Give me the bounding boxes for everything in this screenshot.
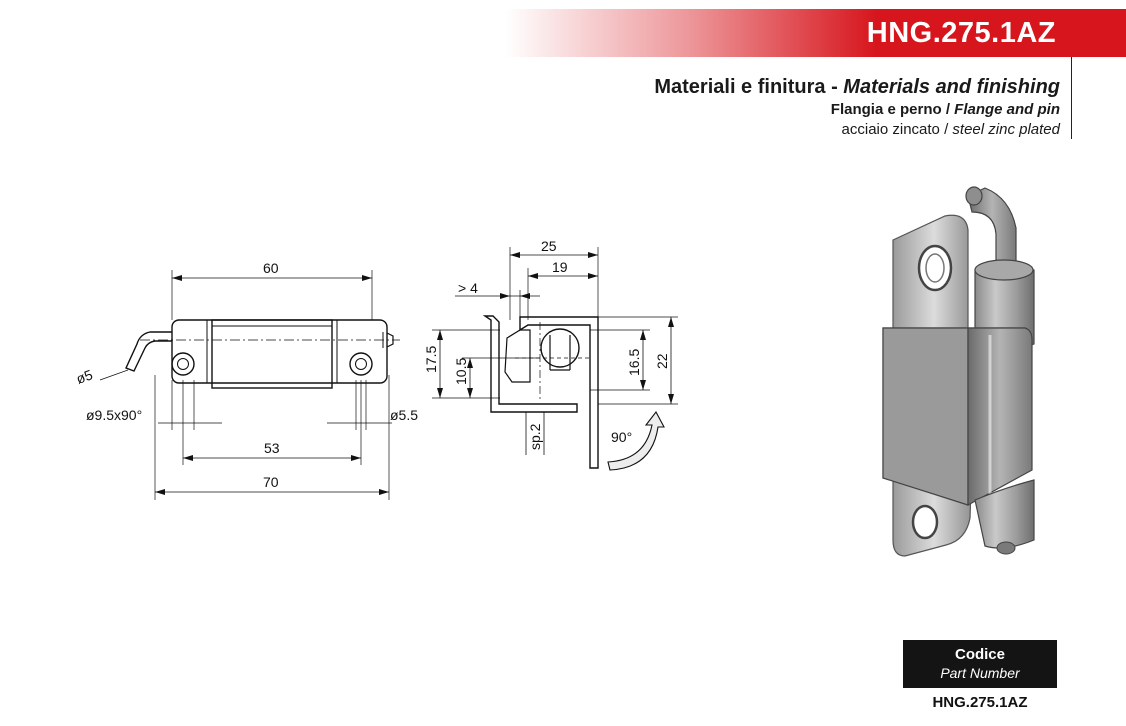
rotation-arrow-icon	[607, 410, 665, 471]
side-pin-circle	[540, 328, 580, 368]
side-flange-left	[482, 315, 578, 413]
dim-17-5: 17.5	[423, 346, 439, 373]
part-number-value: HNG.275.1AZ	[932, 694, 1028, 711]
header-divider	[1071, 57, 1072, 139]
materials-finish-en: steel zinc plated	[952, 121, 1060, 138]
product-code-title: HNG.275.1AZ	[866, 17, 1056, 49]
dim-10-5: 10.5	[453, 358, 469, 385]
materials-part-it: Flangia e perno /	[830, 101, 950, 118]
materials-title-en: Materials and finishing	[843, 76, 1060, 98]
dim-angle: 90°	[611, 429, 632, 445]
materials-title: Materiali e finitura - Materials and fin…	[654, 74, 1060, 100]
dim-25: 25	[541, 238, 557, 254]
dim-countersink: ø9.5x90°	[86, 407, 142, 423]
front-hole-left	[171, 352, 195, 376]
dim-gap-4: > 4	[458, 280, 478, 296]
front-hole-right	[349, 352, 373, 376]
part-number-label-en: Part Number	[940, 665, 1020, 681]
dim-19: 19	[552, 259, 568, 275]
dim-thickness: sp.2	[527, 423, 543, 450]
materials-finish-it: acciaio zincato /	[841, 121, 949, 138]
front-view	[99, 270, 400, 500]
side-flange-right	[519, 316, 599, 469]
part-number-box: Codice Part Number	[903, 640, 1057, 688]
materials-part-en: Flange and pin	[954, 101, 1060, 118]
dim-70: 70	[263, 474, 279, 490]
dim-60: 60	[263, 260, 279, 276]
dim-22: 22	[654, 353, 670, 369]
hinge-3d-render	[882, 186, 1035, 557]
materials-title-it: Materiali e finitura -	[654, 76, 838, 98]
dim-16-5: 16.5	[626, 349, 642, 376]
front-knuckle	[211, 319, 333, 389]
dim-dia-5: ø5	[74, 366, 95, 387]
title-bar: HNG.275.1AZ	[505, 9, 1126, 57]
materials-block: Materiali e finitura - Materials and fin…	[654, 74, 1060, 139]
side-view	[432, 247, 678, 469]
dim-53: 53	[264, 440, 280, 456]
dim-dia-5-5: ø5.5	[390, 407, 418, 423]
part-number-label-it: Codice	[954, 646, 1005, 663]
materials-part: Flangia e perno / Flange and pin	[654, 100, 1060, 120]
front-bent-pin	[125, 331, 172, 372]
materials-finish: acciaio zincato / steel zinc plated	[654, 120, 1060, 139]
